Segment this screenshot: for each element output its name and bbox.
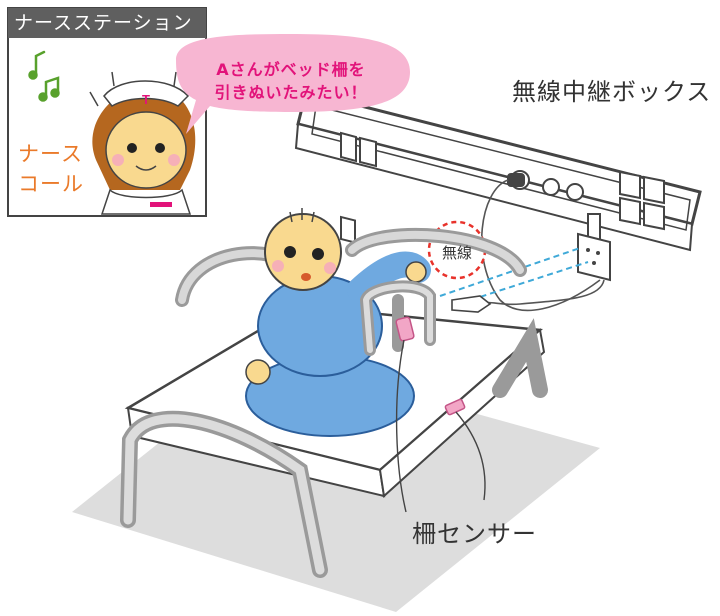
- sensor-leader-2: [455, 411, 486, 501]
- cap-mark: T: [142, 92, 150, 107]
- nurse-call-label-line1: ナース: [18, 142, 83, 166]
- panel-windows: [340, 131, 665, 231]
- relay-cable: [481, 179, 601, 312]
- wall-panel: [294, 90, 702, 252]
- music-note-icon: [28, 50, 60, 102]
- receiver-plug: [451, 295, 492, 313]
- sensor-leader: [395, 339, 407, 513]
- rail-sensor-label: 柵センサー: [412, 520, 537, 548]
- bed-rail-front-inner: [362, 283, 433, 353]
- speech-line-1: Aさんがベッド柵を: [216, 60, 366, 79]
- footboard-inner: [123, 414, 325, 575]
- relay-cable-2: [479, 279, 605, 306]
- speech-line-2: 引きぬいたみたい！: [214, 83, 368, 102]
- relay-box-label: 無線中継ボックス: [512, 78, 712, 106]
- patient: [245, 208, 431, 437]
- speech-bubble-text: Aさんがベッド柵を 引きぬいたみたい！: [156, 58, 426, 104]
- rail-sensor: [395, 316, 415, 342]
- nurse-call-label-line2: コール: [18, 172, 84, 196]
- nurse-station-header: ナースステーション: [8, 8, 206, 38]
- rail-sensor-2: [444, 398, 466, 416]
- wireless-label: 無線: [441, 244, 472, 262]
- relay-box: [577, 213, 611, 282]
- wall-outlets: [507, 170, 584, 201]
- nurse-figure: [89, 71, 196, 215]
- speech-bubble: [176, 34, 410, 134]
